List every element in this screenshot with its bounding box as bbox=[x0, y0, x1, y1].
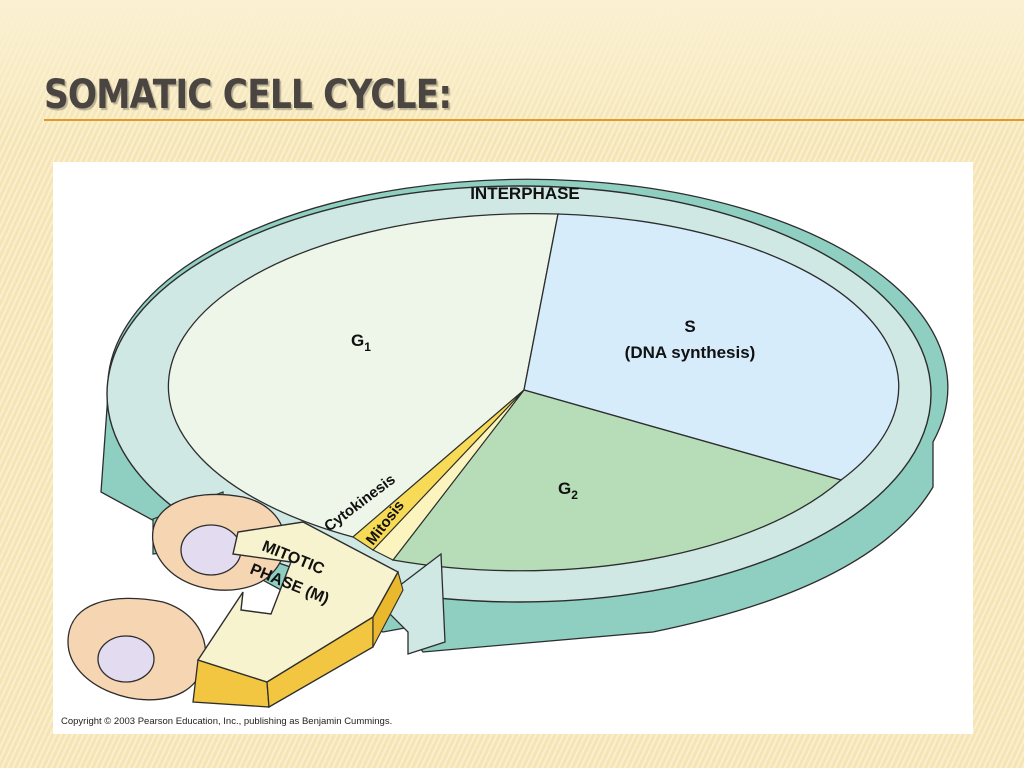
title-band bbox=[0, 0, 1024, 140]
mitotic-phase-arrow bbox=[192, 521, 404, 709]
copyright-notice: Copyright © 2003 Pearson Education, Inc.… bbox=[61, 716, 393, 727]
daughter-cell-lower bbox=[67, 597, 207, 701]
s-description: (DNA synthesis) bbox=[625, 343, 756, 362]
g2-slice bbox=[391, 389, 843, 572]
s-slice bbox=[523, 213, 900, 481]
g1-label: G1 bbox=[351, 331, 371, 354]
g2-label: G2 bbox=[558, 479, 578, 502]
cell-cycle-figure: INTERPHASE G1 S (DNA synthesis) G2 Cytok… bbox=[53, 162, 973, 734]
g1-slice bbox=[167, 212, 559, 538]
cell-cycle-diagram: INTERPHASE G1 S (DNA synthesis) G2 Cytok… bbox=[67, 178, 949, 709]
cytokinesis-slice bbox=[352, 389, 525, 551]
interphase-label: INTERPHASE bbox=[470, 184, 580, 203]
title-underline bbox=[44, 119, 1024, 121]
s-label: S bbox=[684, 317, 695, 336]
slide-title: SOMATIC CELL CYCLE: bbox=[44, 72, 452, 118]
daughter-cell-upper bbox=[152, 493, 286, 591]
